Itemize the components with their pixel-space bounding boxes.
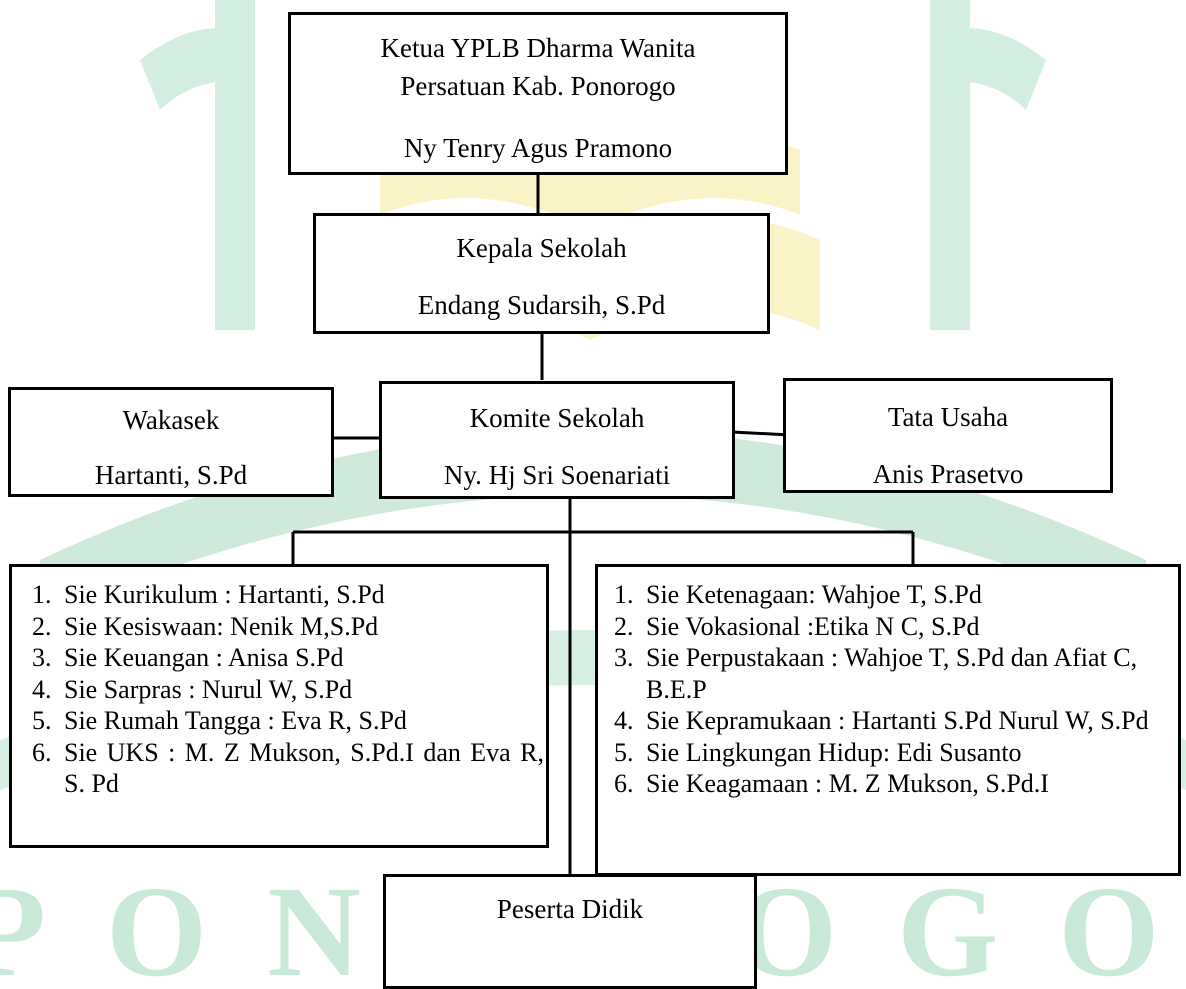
sie-right-list: 1.Sie Ketenagaan: Wahjoe T, S.Pd 2.Sie V… <box>614 579 1169 800</box>
komite-name: Ny. Hj Sri Soenariati <box>443 460 671 490</box>
sie-left-item: 1.Sie Kurikulum : Hartanti, S.Pd <box>32 580 385 609</box>
kepala-name: Endang Sudarsih, S.Pd <box>417 290 666 320</box>
sie-left-item: 6.Sie UKS : M. Z Mukson, S.Pd.I dan Eva … <box>32 737 544 799</box>
ketua-title-line1: Ketua YPLB Dharma Wanita <box>380 33 696 63</box>
sie-right-item: 3.Sie Perpustakaan : Wahjoe T, S.Pd dan … <box>614 643 1138 704</box>
node-wakasek: Wakasek Hartanti, S.Pd <box>8 387 334 497</box>
node-sie-left: 1.Sie Kurikulum : Hartanti, S.Pd 2.Sie K… <box>9 564 549 848</box>
sie-right-item: 1.Sie Ketenagaan: Wahjoe T, S.Pd <box>614 580 982 609</box>
node-tata-usaha: Tata Usaha Anis Prasetvo <box>783 378 1113 493</box>
peserta-title: Peserta Didik <box>496 894 644 924</box>
kepala-title: Kepala Sekolah <box>456 233 627 263</box>
connector-komite-tatausaha <box>731 430 791 437</box>
sie-right-item: 4.Sie Kepramukaan : Hartanti S.Pd Nurul … <box>614 706 1149 735</box>
sie-left-item: 4.Sie Sarpras : Nurul W, S.Pd <box>32 674 353 704</box>
node-kepala-sekolah: Kepala Sekolah Endang Sudarsih, S.Pd <box>313 213 770 334</box>
tatausaha-title: Tata Usaha <box>887 402 1009 432</box>
sie-left-list: 1.Sie Kurikulum : Hartanti, S.Pd 2.Sie K… <box>32 579 544 800</box>
sie-left-item: 3.Sie Keuangan : Anisa S.Pd <box>32 643 344 672</box>
sie-right-item: 2.Sie Vokasional :Etika N C, S.Pd <box>614 611 980 641</box>
wakasek-name: Hartanti, S.Pd <box>94 460 248 490</box>
node-ketua-yplb: Ketua YPLB Dharma Wanita Persatuan Kab. … <box>288 12 788 175</box>
sie-right-item: 5.Sie Lingkungan Hidup: Edi Susanto <box>614 737 1022 767</box>
ketua-title-line2: Persatuan Kab. Ponorogo <box>400 71 676 101</box>
ketua-name: Ny Tenry Agus Pramono <box>403 133 673 163</box>
komite-title: Komite Sekolah <box>469 403 645 433</box>
sie-left-item: 2.Sie Kesiswaan: Nenik M,S.Pd <box>32 611 379 641</box>
node-sie-right: 1.Sie Ketenagaan: Wahjoe T, S.Pd 2.Sie V… <box>595 564 1181 876</box>
sie-left-item: 5.Sie Rumah Tangga : Eva R, S.Pd <box>32 706 407 735</box>
sie-right-item: 6.Sie Keagamaan : M. Z Mukson, S.Pd.I <box>614 769 1049 798</box>
tatausaha-name: Anis Prasetvo <box>872 459 1024 489</box>
node-peserta-didik: Peserta Didik <box>383 874 757 989</box>
node-komite-sekolah: Komite Sekolah Ny. Hj Sri Soenariati <box>379 381 735 499</box>
wakasek-title: Wakasek <box>122 405 220 435</box>
